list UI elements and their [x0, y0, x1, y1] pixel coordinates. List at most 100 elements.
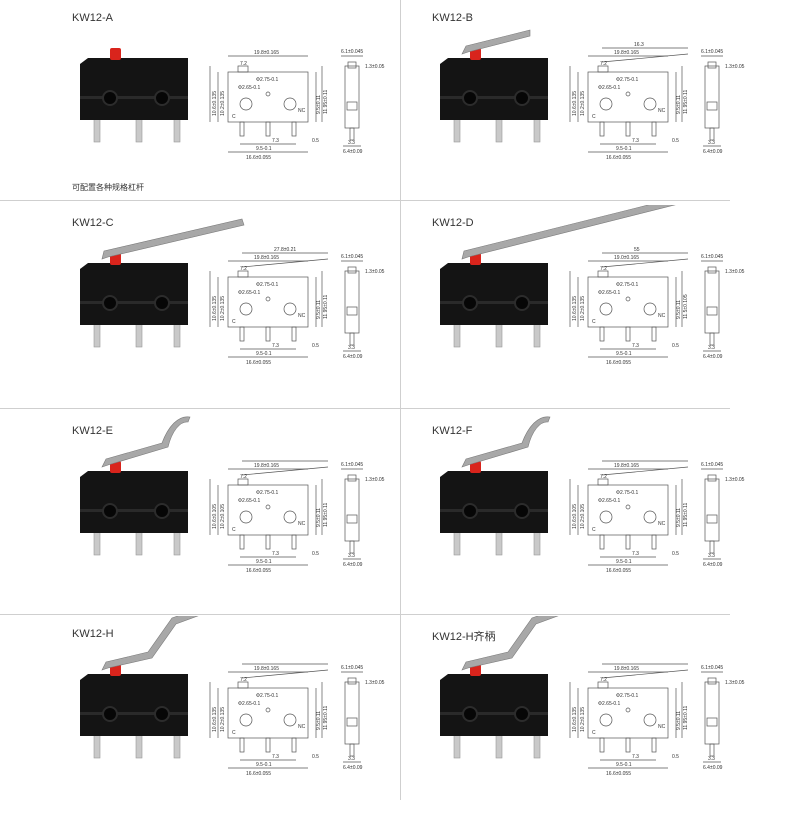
- switch-pin: [533, 117, 541, 143]
- switch-photo: [80, 416, 191, 556]
- terminal-nc-label: NC: [298, 108, 306, 114]
- dim-thickness: 0.5: [312, 551, 319, 557]
- dim-height-3: 9.5±0.11: [316, 711, 322, 730]
- dim-total-length: 16.6±0.055: [246, 360, 271, 366]
- switch-lever: [461, 205, 676, 260]
- dim-side-pin: 3.3: [708, 756, 715, 762]
- front-view-drawing: [209, 55, 323, 153]
- mounting-hole: [462, 503, 478, 519]
- terminal-c-label: C: [232, 730, 236, 736]
- dim-thickness: 0.5: [312, 754, 319, 760]
- switch-pin: [495, 322, 503, 348]
- dim-height-2: 10.2±0.135: [220, 707, 226, 732]
- dim-hole-diameter-1: Φ2.65-0.1: [598, 701, 621, 707]
- switch-photo: [440, 416, 551, 556]
- dim-height-3: 9.5±0.11: [676, 508, 682, 527]
- dim-lever-length: 16.3: [634, 42, 644, 48]
- front-view-drawing: [569, 47, 689, 153]
- dim-side-width: 6.1±0.045: [701, 49, 723, 55]
- dim-height-4: 11.95±0.11: [323, 503, 329, 527]
- horizontal-divider-2: [0, 408, 730, 409]
- product-title: KW12-A: [72, 12, 113, 24]
- dim-thickness: 0.5: [312, 343, 319, 349]
- switch-lever: [101, 416, 191, 468]
- side-view-drawing: [701, 55, 723, 147]
- switch-body: [80, 471, 188, 533]
- terminal-nc-label: NC: [298, 521, 306, 527]
- dim-side-depth: 6.4±0.09: [343, 354, 363, 360]
- switch-pin: [453, 117, 461, 143]
- switch-pin: [135, 530, 143, 556]
- horizontal-divider-1: [0, 200, 730, 201]
- dim-top: 7.2: [240, 677, 247, 683]
- terminal-nc-label: NC: [658, 521, 666, 527]
- switch-pin: [453, 530, 461, 556]
- side-view-drawing: [341, 55, 363, 147]
- dim-hole-diameter-2: Φ2.75-0.1: [616, 490, 639, 496]
- dim-height-4: 11.95±0.11: [683, 706, 689, 730]
- dim-side-pin: 3.3: [348, 140, 355, 146]
- switch-photo: [440, 616, 559, 759]
- dim-side-offset: 1.3±0.05: [365, 269, 385, 275]
- actuator-button: [110, 461, 121, 473]
- product-figure: 19.8±0.1657.2Φ2.75-0.1Φ2.65-0.17.39.5-0.…: [440, 416, 745, 574]
- dim-hole-diameter-2: Φ2.75-0.1: [616, 693, 639, 699]
- dim-height-1: 10.6±0.135: [212, 296, 218, 321]
- mounting-hole: [154, 503, 170, 519]
- dim-side-depth: 6.4±0.09: [343, 149, 363, 155]
- dim-side-offset: 1.3±0.05: [725, 477, 745, 483]
- terminal-nc-label: NC: [658, 108, 666, 114]
- switch-pin: [173, 322, 181, 348]
- switch-pin: [495, 117, 503, 143]
- dim-pin-spacing: 9.5-0.1: [256, 559, 272, 565]
- dim-height-3: 9.5±0.11: [676, 711, 682, 730]
- product-figure: 19.0±0.1657.255Φ2.75-0.1Φ2.65-0.17.39.5-…: [440, 205, 745, 366]
- dim-top: 7.2: [600, 677, 607, 683]
- terminal-c-label: C: [232, 319, 236, 325]
- product-title: KW12-D: [432, 217, 474, 229]
- dim-height-2: 10.2±0.105: [580, 504, 586, 529]
- dim-hole-diameter-1: Φ2.65-0.1: [598, 85, 621, 91]
- dim-side-pin: 3.3: [348, 345, 355, 351]
- switch-pin: [533, 322, 541, 348]
- dim-height-3: 9.5±0.11: [676, 300, 682, 319]
- switch-lever: [461, 616, 559, 671]
- dim-pin-spacing: 9.5-0.1: [256, 351, 272, 357]
- mounting-hole: [514, 503, 530, 519]
- dim-height-4: 11.95±0.11: [323, 295, 329, 319]
- dim-side-pin: 3.3: [708, 553, 715, 559]
- dim-height-2: 10.2±0.135: [580, 91, 586, 116]
- front-view-drawing: [209, 252, 329, 358]
- dim-hole-diameter-1: Φ2.65-0.1: [238, 290, 261, 296]
- dim-pin-spacing: 9.5-0.1: [256, 762, 272, 768]
- dim-height-1: 10.6±0.105: [212, 504, 218, 529]
- switch-pin: [495, 530, 503, 556]
- dim-height-1: 10.6±0.135: [212, 707, 218, 732]
- switch-body: [440, 471, 548, 533]
- dim-height-3: 9.5±0.11: [676, 95, 682, 114]
- dim-total-length: 16.6±0.055: [246, 771, 271, 777]
- dim-pin-pitch: 7.3: [632, 551, 639, 557]
- dim-side-width: 6.1±0.045: [701, 665, 723, 671]
- dim-width: 19.0±0.165: [614, 255, 639, 261]
- dim-lever-length: 55: [634, 247, 640, 253]
- product-figure: 19.8±0.1657.2Φ2.75-0.1Φ2.65-0.17.39.5-0.…: [440, 616, 745, 777]
- mounting-hole: [514, 706, 530, 722]
- switch-pin: [495, 733, 503, 759]
- dim-height-1: 10.6±0.135: [212, 91, 218, 116]
- switch-pin: [135, 322, 143, 348]
- mounting-hole: [514, 295, 530, 311]
- switch-body: [80, 674, 188, 736]
- dim-side-depth: 6.4±0.09: [343, 562, 363, 568]
- switch-pin: [173, 733, 181, 759]
- terminal-c-label: C: [232, 114, 236, 120]
- terminal-nc-label: NC: [658, 313, 666, 319]
- dim-side-offset: 1.3±0.05: [365, 680, 385, 686]
- switch-photo: [440, 29, 548, 143]
- mounting-hole: [102, 706, 118, 722]
- switch-body: [440, 674, 548, 736]
- side-view-drawing: [701, 468, 723, 560]
